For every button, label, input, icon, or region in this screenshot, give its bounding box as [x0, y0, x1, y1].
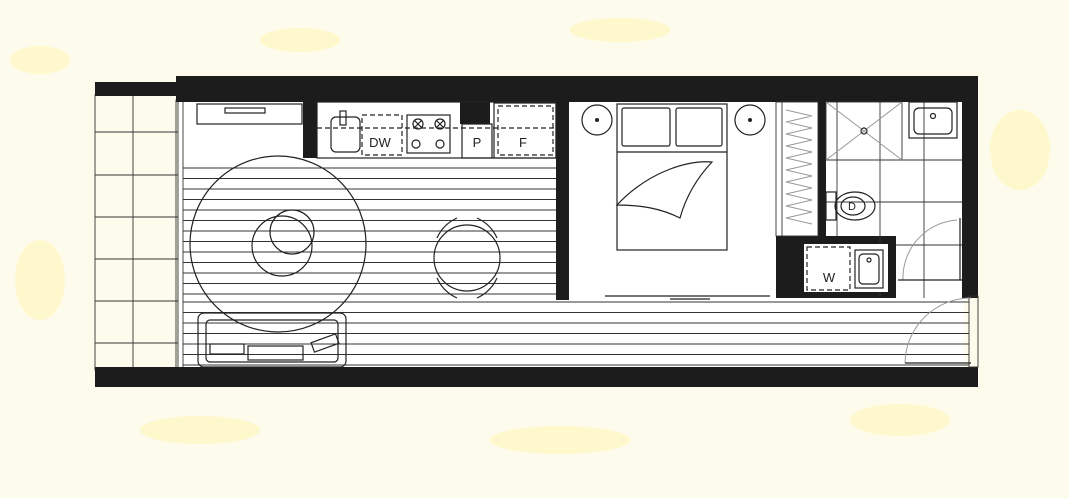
pantry-label: P	[473, 135, 482, 150]
shower	[825, 101, 903, 161]
wardrobe	[775, 101, 819, 237]
nightstand-right	[734, 104, 766, 136]
balcony	[94, 94, 184, 371]
tv-unit	[196, 103, 303, 125]
dishwasher	[361, 114, 403, 156]
bed	[615, 103, 728, 251]
basin	[908, 101, 958, 139]
bathroom-door	[898, 218, 962, 281]
cooktop	[406, 114, 451, 154]
dishwasher-label: DW	[369, 135, 391, 150]
fridge-label: F	[519, 135, 527, 150]
dryer-label: D	[848, 201, 856, 213]
washer-label: W	[823, 270, 836, 285]
pantry	[461, 123, 493, 159]
walls	[95, 76, 978, 387]
toilet	[825, 191, 876, 221]
background-texture	[10, 18, 1050, 454]
washer	[806, 246, 851, 291]
coffee-table	[251, 215, 313, 277]
dining-table	[433, 217, 501, 299]
sofa	[197, 312, 347, 368]
nightstand-left	[581, 104, 613, 136]
bathroom: D	[825, 101, 962, 298]
fridge	[497, 105, 554, 156]
laundry-sink	[854, 249, 884, 289]
entry-door	[904, 295, 979, 368]
round-rug	[189, 155, 367, 333]
bedroom	[569, 102, 776, 300]
laundry: W	[804, 244, 888, 292]
kitchen: DW P F	[316, 101, 557, 159]
living-area	[189, 103, 501, 368]
